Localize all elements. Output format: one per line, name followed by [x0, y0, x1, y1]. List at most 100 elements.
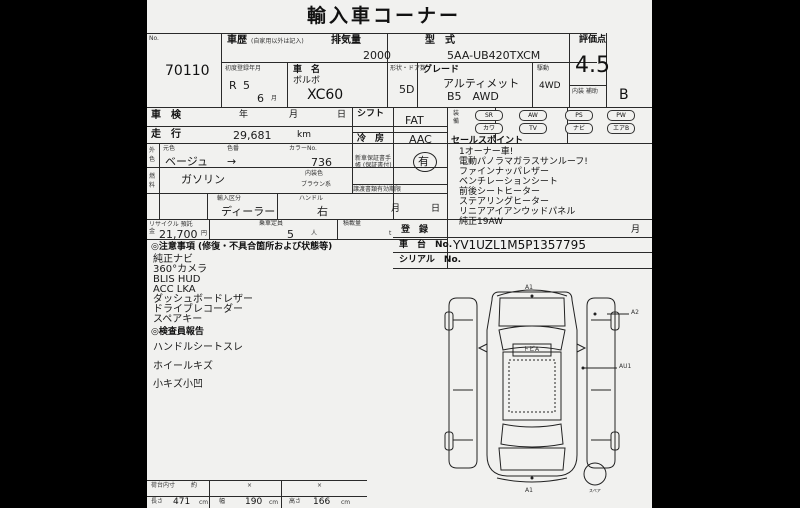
model-code-value: 5AA-UB420TXCM	[447, 49, 541, 62]
note-3: BLIS HUD	[153, 274, 201, 285]
color-orig-label: 元色	[163, 145, 176, 152]
damage-front-label: A1	[525, 284, 533, 291]
note-6: ドライブレコーダー	[153, 304, 243, 315]
grade-label: グレード	[423, 65, 460, 75]
length-label: 長さ	[151, 498, 164, 505]
length-value: 471	[173, 497, 191, 507]
interior-color-label: 内装色	[305, 170, 324, 177]
damage-door-label: トビA	[523, 346, 540, 353]
sales-point-8: 純正19AW	[459, 217, 504, 227]
recycle-label: リサイクル 預託金	[149, 221, 193, 235]
auction-sheet: 輸入車コーナー No. 70110 車歴 (自家用以外は記入) 排気量 2000…	[147, 0, 652, 508]
cargo-approx: 約	[191, 482, 198, 489]
height-value: 166	[313, 497, 331, 507]
capacity-label: 乗車定員	[259, 220, 284, 227]
mileage-value: 29,681	[233, 129, 272, 142]
height-unit: cm	[341, 499, 351, 506]
width-unit: cm	[269, 499, 279, 506]
displacement-value: 2000	[363, 49, 391, 62]
recycle-unit: 円	[201, 230, 208, 237]
recycle-value: 21,700	[159, 228, 198, 241]
car-name-label: 車 名	[293, 65, 321, 75]
mileage-label: 走 行	[151, 129, 181, 140]
score-value: 4.5	[575, 53, 610, 78]
page-title: 輸入車コーナー	[307, 5, 462, 27]
drive-value: 4WD	[539, 81, 561, 91]
doc-expiry-month: 月	[391, 204, 401, 214]
registration-label: 登 録	[401, 225, 429, 235]
sales-points-label: セールスポイント	[451, 136, 524, 146]
interior-score-value: B	[619, 87, 629, 103]
length-unit: cm	[199, 499, 209, 506]
height-label: 高さ	[289, 498, 302, 505]
note-5: ダッシュボードレザー	[153, 294, 253, 305]
first-reg-label: 初度登録年月	[225, 65, 262, 72]
score-label: 評価点	[579, 35, 607, 45]
option-pw: PW	[607, 110, 635, 121]
sales-point-3: ファインナッパレザー	[459, 167, 550, 177]
interior-score-label: 内装 補助	[572, 88, 598, 95]
color-number-label: カラーNo.	[289, 145, 317, 152]
ac-value: AAC	[409, 133, 432, 146]
width-label: 幅	[219, 498, 226, 505]
damage-rear-label: A1	[525, 487, 533, 494]
cargo-x1: ×	[247, 482, 253, 489]
warranty-value: 有	[418, 155, 429, 168]
registration-month: 月	[631, 225, 641, 235]
car-make: ボルボ	[293, 76, 321, 86]
notes-label: ◎注意事項 (修復・不具合箇所および状態等)	[151, 242, 333, 252]
chassis-number: YV1UZL1M5P1357795	[453, 238, 586, 252]
option-aw: AW	[519, 110, 547, 121]
inspection-year: 年	[239, 110, 249, 120]
note-1: 純正ナビ	[153, 254, 193, 265]
option-airbag: エアB	[607, 123, 635, 134]
note-2: 360°カメラ	[153, 264, 208, 275]
color-side-label: 外色	[149, 147, 156, 163]
option-sr: SR	[475, 110, 503, 121]
lot-label: No.	[149, 35, 159, 42]
interior-color-value: ブラウン系	[301, 181, 332, 188]
capacity-value: 5	[287, 228, 294, 241]
first-reg-month-unit: 月	[271, 95, 278, 102]
drive-label: 駆動	[537, 65, 550, 72]
grade-line-1: アルティメット	[443, 77, 520, 90]
grade-line-2: B5 AWD	[447, 90, 499, 103]
equipment-label: 装備	[453, 110, 460, 125]
cargo-label: 荷台内寸	[151, 482, 176, 489]
spare-tire-label: スペア	[589, 488, 601, 493]
fuel-value: ガソリン	[181, 173, 225, 186]
doors-label: 形状・ドア数	[390, 65, 427, 72]
car-damage-diagram	[444, 289, 629, 486]
inspector-item-2: ホイールキズ	[153, 361, 213, 372]
capacity-unit: 人	[311, 230, 318, 237]
inspection-day: 日	[337, 110, 347, 120]
color-arrow: →	[227, 155, 237, 168]
option-ps: PS	[565, 110, 593, 121]
fuel-side-label: 燃料	[149, 173, 156, 189]
first-reg-era: R	[229, 79, 237, 92]
damage-side-top-label: A2	[631, 309, 639, 316]
history-sublabel: (自家用以外は記入)	[251, 38, 304, 45]
color-number-value: 736	[311, 156, 332, 169]
history-label: 車歴	[227, 35, 247, 46]
warranty-circle	[413, 152, 437, 172]
inspection-label: 車 検	[151, 110, 181, 121]
doc-expiry-label: 譲渡書類有効期限	[353, 186, 402, 193]
damage-side-mid-label: AU1	[619, 363, 632, 370]
model-code-label: 型 式	[425, 35, 455, 46]
shift-label: シフト	[357, 109, 385, 119]
warranty-label: 新車保証書手帳 (保証書付)	[355, 155, 392, 169]
inspector-item-1: ハンドルシートスレ	[153, 342, 243, 353]
sales-point-6: ステアリングヒーター	[459, 197, 550, 207]
sales-point-2: 電動パノラマガラスサンルーフ!	[459, 157, 588, 167]
lot-number: 70110	[165, 63, 210, 79]
shift-value: FAT	[405, 114, 424, 127]
first-reg-year: 5	[243, 79, 250, 92]
option-leather: カワ	[475, 123, 503, 134]
color-value: ベージュ	[165, 155, 209, 168]
sales-point-1: 1オーナー車!	[459, 147, 514, 157]
doors-value: 5D	[399, 83, 415, 96]
chassis-label: 車 台 No.	[399, 240, 453, 250]
inspector-report-label: ◎検査員報告	[151, 327, 204, 337]
inspection-month: 月	[289, 110, 299, 120]
